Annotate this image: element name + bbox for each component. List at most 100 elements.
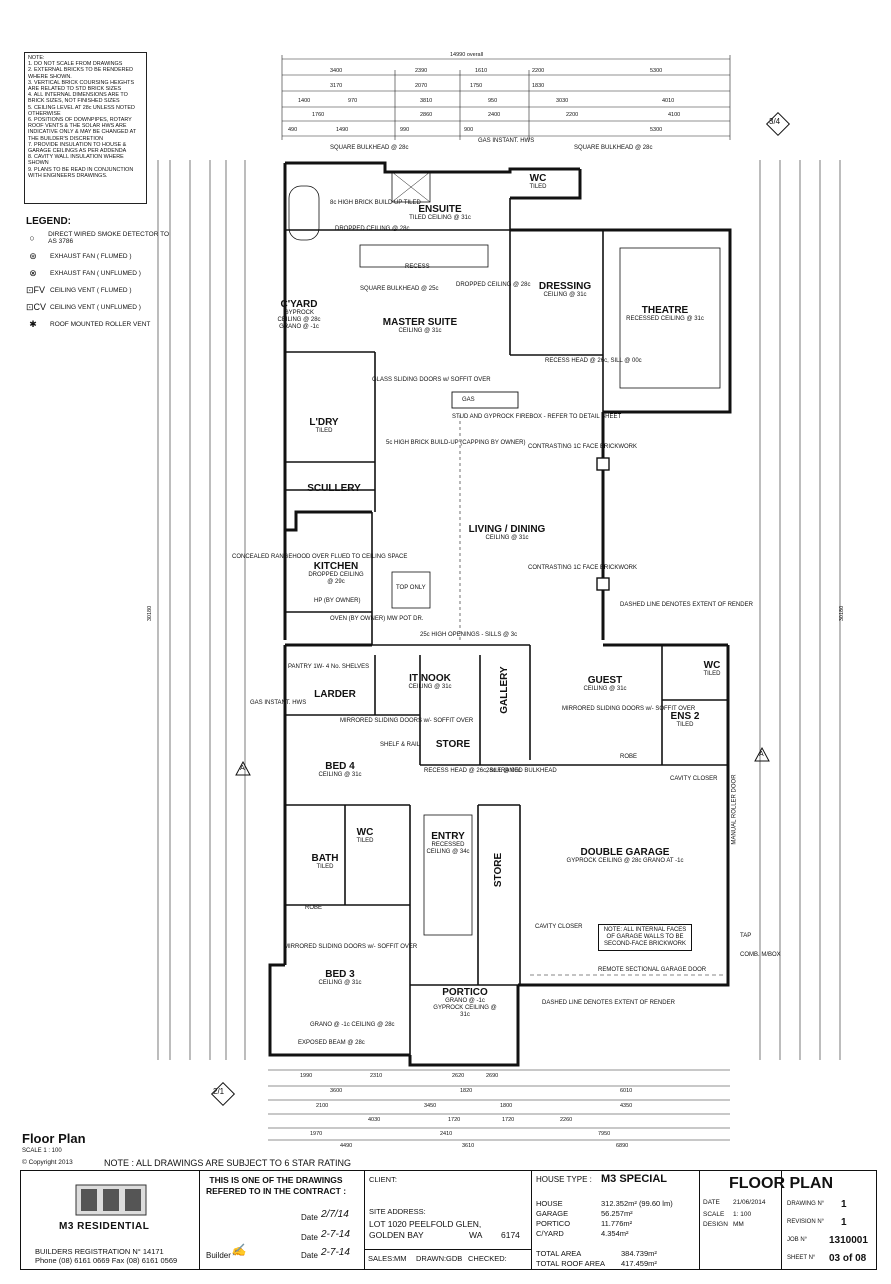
annotation-grano: GRANO @ -1c CEILING @ 28c bbox=[310, 1022, 395, 1028]
dim-top: 1750 bbox=[470, 83, 483, 89]
dim-top: 1830 bbox=[532, 83, 545, 89]
annotation-cavity-closer-2: CAVITY CLOSER bbox=[535, 924, 583, 930]
annotation-dashed-line-2: DASHED LINE DENOTES EXTENT OF RENDER bbox=[542, 1000, 675, 1006]
room-gallery: GALLERY bbox=[499, 665, 510, 715]
legend-label: CEILING VENT ( FLUMED ) bbox=[50, 287, 132, 294]
room-details: TILED bbox=[315, 428, 333, 434]
dim-top: 3030 bbox=[556, 98, 569, 104]
dim-top: 4100 bbox=[668, 112, 681, 118]
dim-top: 2200 bbox=[532, 68, 545, 74]
annotation-dropped-ceiling-2: DROPPED CEILING @ 28c bbox=[456, 282, 531, 288]
room-details: CEILING @ 31c bbox=[318, 980, 362, 986]
notes-heading: NOTE: bbox=[28, 55, 45, 61]
room-details: CEILING @ 31c bbox=[398, 328, 442, 334]
divider bbox=[781, 1171, 782, 1269]
dimension-lines-left bbox=[157, 160, 246, 1060]
sheet-title: FLOOR PLAN bbox=[729, 1175, 833, 1192]
date-field-label: DATE bbox=[703, 1199, 720, 1206]
legend-label: DIRECT WIRED SMOKE DETECTOR TO AS 3786 bbox=[48, 231, 170, 245]
room-name: ENTRY bbox=[431, 831, 465, 842]
annotation-contrast-1: CONTRASTING 1C FACE BRICKWORK bbox=[528, 444, 638, 450]
company-name: M3 RESIDENTIAL bbox=[59, 1221, 150, 1232]
external-walls bbox=[268, 161, 732, 1067]
client-label: CLIENT: bbox=[369, 1175, 397, 1184]
ceiling-vent-unflumed-icon: ⊡CV bbox=[26, 302, 47, 312]
copyright: © Copyright 2013 bbox=[22, 1159, 73, 1166]
annotation-gas-hws-2: GAS INSTANT. HWS bbox=[250, 700, 307, 706]
signoff-row: SALES: MM DRAWN: GDB CHECKED: bbox=[364, 1249, 531, 1272]
dim-top: 2400 bbox=[488, 112, 501, 118]
dim-bottom: 7950 bbox=[598, 1131, 611, 1137]
divider bbox=[199, 1171, 200, 1269]
sheet-ref-top-label: 3/4 bbox=[769, 117, 781, 126]
dim-bottom: 1990 bbox=[300, 1073, 313, 1079]
date-label: Date bbox=[301, 1251, 318, 1260]
dim-top: 5300 bbox=[650, 68, 663, 74]
entry-recess-outline bbox=[423, 814, 473, 936]
annotation-openings: 25c HIGH OPENINGS - SILLS @ 3c bbox=[420, 632, 518, 638]
annotation-top-only: TOP ONLY bbox=[396, 585, 426, 591]
ensuite-shower bbox=[391, 171, 431, 203]
area-portico-value: 11.776m² bbox=[601, 1219, 633, 1228]
dim-top: 1490 bbox=[336, 127, 349, 133]
area-cyard-value: 4.354m² bbox=[601, 1229, 629, 1238]
annotation-gas: GAS bbox=[462, 397, 475, 403]
builder-signature: ✍ bbox=[231, 1243, 246, 1257]
annotation-rangehood: CONCEALED RANGEHOOD OVER FLUED TO CEILIN… bbox=[232, 554, 408, 560]
drawn-label: DRAWN: bbox=[416, 1254, 447, 1263]
annotation-square-bulkhead: SQUARE BULKHEAD @ 25c bbox=[360, 286, 439, 292]
annotation-pantry: PANTRY 1W- 4 No. SHELVES bbox=[288, 664, 370, 670]
room-name: PORTICO bbox=[442, 987, 488, 998]
room-name: ENSUITE bbox=[418, 204, 462, 215]
annotation-garage-note: NOTE: ALL INTERNAL FACES OF GARAGE WALLS… bbox=[598, 924, 692, 951]
room-name: GALLERY bbox=[499, 666, 510, 714]
room-details: TILED CEILING @ 31c bbox=[409, 215, 471, 221]
annotation-brick-buildup: 5c HIGH BRICK BUILD-UP (CAPPING BY OWNER… bbox=[386, 440, 526, 446]
job-value: 1310001 bbox=[829, 1235, 868, 1246]
room-name: LARDER bbox=[314, 689, 356, 700]
design-value: MM bbox=[733, 1221, 744, 1228]
room-name: L'DRY bbox=[309, 417, 339, 428]
room-details: RECESSED CEILING @ 34c bbox=[426, 842, 470, 855]
note-item-8: 8. CAVITY WALL INSULATION WHERE SHOWN bbox=[28, 154, 124, 167]
annotation-manual-door: MANUAL ROLLER DOOR bbox=[731, 774, 738, 845]
sales-label: SALES: bbox=[368, 1254, 395, 1263]
roof-vent-icon: ✱ bbox=[29, 319, 37, 329]
room-details: GYPROCK CEILING @ 28c GRANO AT -1c bbox=[566, 858, 684, 864]
dim-top: 970 bbox=[348, 98, 358, 104]
dim-bottom: 2690 bbox=[486, 1073, 499, 1079]
annotation-bulkhead-right: SQUARE BULKHEAD @ 28c bbox=[574, 145, 653, 151]
annotation-oven: OVEN (BY OWNER) MW POT DR. bbox=[330, 616, 424, 622]
annotation-robe: ROBE bbox=[620, 754, 638, 760]
room-name: BED 3 bbox=[325, 969, 355, 980]
section-a-left: A bbox=[240, 765, 245, 772]
annotation-glass-doors: GLASS SLIDING DOORS w/ SOFFIT OVER bbox=[372, 377, 491, 383]
annotation-robe-bed3: ROBE bbox=[305, 905, 323, 911]
dim-top: 990 bbox=[400, 127, 410, 133]
exhaust-fan-unflumed-icon: ⊗ bbox=[29, 268, 37, 278]
divider bbox=[364, 1171, 365, 1269]
dim-bottom: 2260 bbox=[560, 1117, 573, 1123]
annotation-recess-head-2: RECESS HEAD @ 26c, SILL @ 00c bbox=[424, 768, 521, 774]
dim-top: 5300 bbox=[650, 127, 663, 133]
dim-bottom-overall: 4490 bbox=[340, 1143, 353, 1149]
note-item-6: 6. POSITIONS OF DOWNPIPES, ROTARY ROOF V… bbox=[28, 117, 137, 142]
design-label: DESIGN bbox=[703, 1221, 728, 1228]
registration-number: BUILDERS REGISTRATION N° 14171 bbox=[35, 1247, 164, 1256]
dim-top: 1760 bbox=[312, 112, 325, 118]
internal-walls bbox=[285, 198, 728, 1055]
room-store: STORE bbox=[428, 740, 478, 750]
dim-right-overall: 30180 bbox=[839, 605, 846, 622]
annotation-contrast-2: CONTRASTING 1C FACE BRICKWORK bbox=[528, 565, 638, 571]
dim-top: 3400 bbox=[330, 68, 343, 74]
ceiling-vent-flumed-icon: ⊡FV bbox=[26, 285, 46, 295]
dim-bottom: 3600 bbox=[330, 1088, 343, 1094]
